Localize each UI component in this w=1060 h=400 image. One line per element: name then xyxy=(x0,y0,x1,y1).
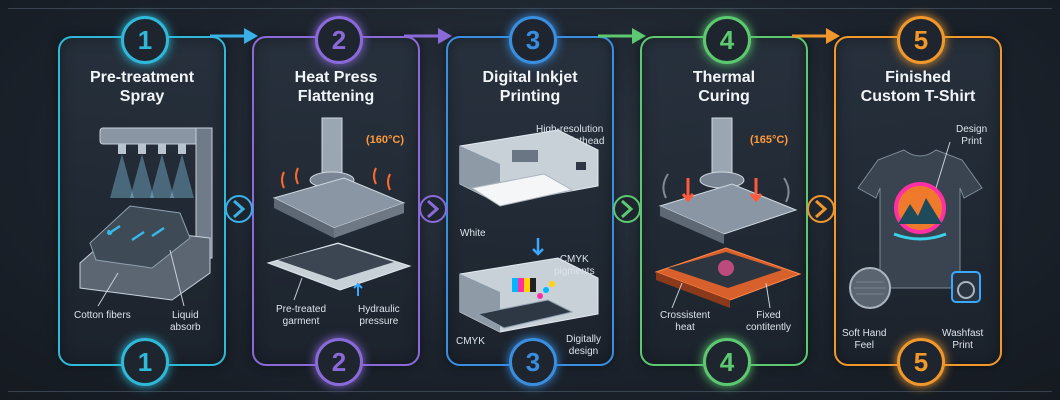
design-print-label: Design Print xyxy=(956,124,988,147)
step-2-card: 2 Heat Press Flattening (160°C) Pre-trea… xyxy=(252,16,420,386)
step-2-badge-bottom: 2 xyxy=(315,338,363,386)
arrow-2-3-top-icon xyxy=(403,28,452,44)
inkjet-printer-icon xyxy=(459,129,599,333)
washfast-print-label: Washfast Print xyxy=(942,328,984,351)
arrow-3-4-top-icon xyxy=(597,28,646,44)
cmyk-label: CMYK xyxy=(456,336,485,347)
step-4-temperature: (165°C) xyxy=(750,134,789,146)
curing-press-icon xyxy=(654,117,802,309)
step-1-title: Pre-treatment Spray xyxy=(89,69,195,105)
t-shirt-icon xyxy=(849,141,983,309)
step-1-card: 1 Pre-treatment Spray Cotton fibers Liqu… xyxy=(58,16,226,386)
step-4-title: Thermal Curing xyxy=(692,69,756,105)
hydraulic-pressure-label: Hydraulic pressure xyxy=(358,304,400,327)
cmyk-pigments-label: CMYK pigments xyxy=(554,254,595,277)
step-3-title: Digital Inkjet Printing xyxy=(482,69,578,105)
step-4-card: 4 Thermal Curing (165°C) Crossistent hea… xyxy=(640,16,808,386)
pre-treated-garment-label: Pre-treated garment xyxy=(276,304,327,327)
white-label: White xyxy=(460,228,486,239)
arrow-2-3-mid-icon xyxy=(419,195,447,223)
step-2-title: Heat Press Flattening xyxy=(294,69,378,105)
step-4-badge-top: 4 xyxy=(703,16,751,64)
cotton-fibers-label: Cotton fibers xyxy=(74,310,131,321)
step-3-card: 3 Digital Inkjet Printing High-resolutio… xyxy=(446,16,614,386)
step-5-card: 5 Finished Custom T-Shirt Design Print S… xyxy=(834,16,1002,386)
fixed-consistently-label: Fixed contitently xyxy=(746,310,792,333)
step-1-badge-bottom: 1 xyxy=(121,338,169,386)
step-1-badge-top: 1 xyxy=(121,16,169,64)
digitally-design-label: Digitally design xyxy=(566,334,602,357)
arrow-4-5-top-icon xyxy=(791,28,840,44)
step-2-badge-top: 2 xyxy=(315,16,363,64)
step-4-badge-bottom: 4 xyxy=(703,338,751,386)
arrow-3-4-mid-icon xyxy=(613,195,641,223)
step-2-temperature: (160°C) xyxy=(366,134,405,146)
arrow-1-2-mid-icon xyxy=(225,195,253,223)
step-5-badge-bottom: 5 xyxy=(897,338,945,386)
arrow-4-5-mid-icon xyxy=(807,195,835,223)
step-5-title: Finished Custom T-Shirt xyxy=(860,69,976,105)
spray-machine-icon xyxy=(79,127,213,307)
bottom-frame-line xyxy=(8,391,1052,392)
liquid-absorb-label: Liquid absorb xyxy=(170,310,201,333)
consistent-heat-label: Crossistent heat xyxy=(660,310,711,333)
step-3-badge-top: 3 xyxy=(509,16,557,64)
step-3-badge-bottom: 3 xyxy=(509,338,557,386)
soft-hand-feel-label: Soft Hand Feel xyxy=(842,328,887,351)
arrow-1-2-top-icon xyxy=(209,28,258,44)
top-frame-line xyxy=(8,8,1052,9)
step-5-badge-top: 5 xyxy=(897,16,945,64)
heat-press-icon xyxy=(266,117,412,301)
